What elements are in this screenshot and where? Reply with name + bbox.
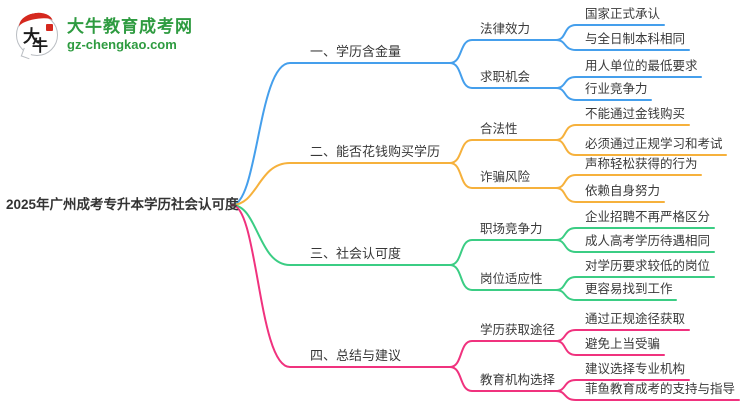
branch-2-child-1-label: 合法性	[480, 122, 518, 136]
logo-character: 牛	[32, 38, 49, 55]
connector-line	[449, 340, 557, 368]
branch-1-leaf-3: 用人单位的最低要求	[585, 59, 698, 73]
branch-3-child-1-label: 职场竞争力	[480, 222, 543, 236]
branch-3-leaf-4: 更容易找到工作	[585, 282, 673, 296]
branch-3-leaf-1: 企业招聘不再严格区分	[585, 210, 711, 224]
branch-4-leaf-2: 避免上当受骗	[585, 337, 661, 351]
branch-3-child-2-label: 岗位适应性	[480, 272, 543, 286]
connector-line	[449, 62, 557, 89]
connector-line	[231, 62, 451, 206]
connector-line	[231, 162, 451, 206]
branch-1-leaf-4: 行业竞争力	[585, 82, 648, 96]
connector-line	[449, 139, 557, 164]
branch-1-leaf-1: 国家正式承认	[585, 7, 661, 21]
branch-4-lines	[231, 204, 740, 401]
connector-line	[555, 289, 677, 301]
branch-1-label: 一、学历含金量	[310, 44, 402, 59]
branch-2-lines	[231, 124, 727, 206]
branch-4-leaf-4: 菲鱼教育成考的支持与指导	[585, 382, 736, 396]
connector-line	[555, 87, 652, 101]
branch-4-leaf-1: 通过正规途径获取	[585, 312, 686, 326]
branch-3-leaf-3: 对学历要求较低的岗位	[585, 259, 711, 273]
branch-1-leaf-2: 与全日制本科相同	[585, 32, 686, 46]
logo-seal-icon	[46, 24, 53, 31]
site-name: 大牛教育成考网	[67, 17, 193, 36]
connector-line	[449, 39, 557, 64]
connector-line	[555, 239, 715, 253]
connector-line	[555, 187, 665, 203]
logo-character: 大	[23, 27, 40, 46]
connector-line	[449, 239, 557, 266]
logo-icon: 大 牛	[16, 10, 58, 60]
branch-2-label: 二、能否花钱购买学历	[310, 144, 441, 159]
branch-4-child-2-label: 教育机构选择	[480, 373, 556, 387]
branch-2-child-2-label: 诈骗风险	[480, 170, 531, 184]
connector-line	[449, 162, 557, 189]
branch-1-child-1-label: 法律效力	[480, 22, 531, 36]
connector-line	[555, 340, 665, 356]
branch-2-leaf-1: 不能通过金钱购买	[585, 107, 686, 121]
connector-line	[449, 366, 557, 392]
root-node-label: 2025年广州成考专升本学历社会认可度	[6, 197, 239, 212]
site-logo: 大 牛 大牛教育成考网 gz-chengkao.com	[16, 10, 193, 60]
connector-line	[555, 39, 690, 51]
connector-line	[449, 264, 557, 291]
site-url: gz-chengkao.com	[67, 37, 177, 52]
branch-1-lines	[231, 24, 702, 206]
branch-1-child-2-label: 求职机会	[480, 70, 531, 84]
branch-3-label: 三、社会认可度	[310, 246, 402, 261]
branch-2-leaf-4: 依赖自身努力	[585, 184, 661, 198]
branch-4-label: 四、总结与建议	[310, 348, 402, 363]
branch-3-leaf-2: 成人高考学历待遇相同	[585, 234, 711, 248]
branch-4-child-1-label: 学历获取途径	[480, 323, 556, 337]
connector-line	[231, 204, 451, 266]
branch-4-leaf-3: 建议选择专业机构	[585, 362, 686, 376]
branch-2-leaf-3: 声称轻松获得的行为	[585, 157, 698, 171]
connector-line	[555, 139, 727, 156]
connector-line	[231, 204, 451, 368]
branch-2-leaf-2: 必须通过正规学习和考试	[585, 137, 723, 151]
connector-line	[555, 390, 740, 401]
branch-3-lines	[231, 204, 715, 301]
